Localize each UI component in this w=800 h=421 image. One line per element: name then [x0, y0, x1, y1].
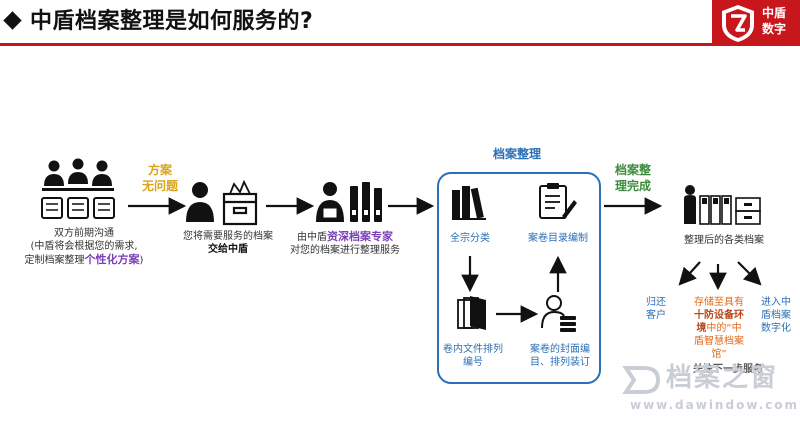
digital-line1: 进入中 — [761, 297, 791, 308]
step3-line1-prefix: 由中盾 — [297, 232, 327, 243]
outcome-return: 归还 客户 — [636, 296, 676, 322]
logo-line2: 数字 — [762, 22, 787, 36]
arrow-to-digital — [737, 261, 762, 286]
meeting-people-icon — [41, 158, 115, 219]
store-line1: 存储至具有 — [694, 297, 744, 308]
outcome-digital: 进入中 盾档案 数字化 — [756, 296, 796, 335]
done-line2: 理完成 — [614, 179, 651, 193]
watermark-url: www.dawindow.com — [630, 398, 800, 412]
person-archive-box-icon — [186, 179, 258, 226]
process-item4: 案卷的封面编 目、排列装订 — [520, 343, 600, 369]
shield-logo-icon — [722, 5, 754, 42]
process-item1: 全宗分类 — [450, 233, 490, 244]
person-stack-icon — [541, 295, 576, 332]
partial-hidden-text: 关注下一步服务 — [693, 364, 763, 375]
step3-line2: 对您的档案进行整理服务 — [290, 245, 400, 256]
step1-line3: 定制档案整理个性化方案) — [14, 253, 154, 267]
store-line3-prefix: 境 — [696, 323, 707, 334]
arrow1-line2: 无问题 — [141, 179, 178, 193]
logo-line1: 中盾 — [762, 6, 787, 20]
process-item4-line2: 目、排列装订 — [530, 357, 590, 368]
step1-line3-suffix: ) — [139, 255, 144, 266]
books-icon — [452, 186, 486, 220]
step1-line1: 双方前期沟通 — [54, 228, 114, 239]
arrow-to-return — [678, 261, 701, 286]
step2-text: 您将需要服务的档案 交给中盾 — [176, 230, 280, 256]
logo: 中盾 数字 — [712, 0, 800, 46]
store-line2: 十防设备环 — [694, 310, 744, 321]
step1-line2: (中盾将会根据您的需求, — [30, 241, 138, 252]
done-line1: 档案整 — [614, 163, 651, 177]
result-label: 整理后的各类档案 — [684, 235, 764, 246]
arrow1-line1: 方案 — [147, 163, 172, 177]
return-line2: 客户 — [646, 310, 666, 321]
digital-line2: 盾档案 — [761, 310, 791, 321]
process-box-title: 档案整理 — [492, 147, 541, 161]
outcome-store: 存储至具有 十防设备环 境中的“中 盾智慧档案 馆” — [688, 296, 750, 361]
store-line3-suffix: 中的“中 — [706, 323, 742, 334]
process-item3-line1: 卷内文件排列 — [443, 344, 503, 355]
return-line1: 归还 — [646, 297, 666, 308]
step1-line3-prefix: 定制档案整理 — [24, 255, 85, 266]
page-title: 中盾档案整理是如何服务的? — [30, 9, 314, 34]
process-item2: 案卷目录编制 — [528, 233, 588, 244]
title-bar — [0, 0, 800, 46]
step3-text: 由中盾资深档案专家 对您的档案进行整理服务 — [290, 230, 400, 257]
person-cabinets-icon — [684, 185, 761, 225]
watermark-brand: 档案之窗 — [666, 363, 779, 393]
step2-line1: 您将需要服务的档案 — [183, 231, 273, 242]
process-box — [437, 172, 601, 384]
process-item3: 卷内文件排列 编号 — [438, 343, 508, 369]
step3-highlight: 资深档案专家 — [327, 230, 393, 243]
arrow1-label: 方案 无问题 — [140, 162, 180, 194]
step2-line2: 交给中盾 — [208, 244, 248, 255]
folders-icon — [457, 296, 486, 330]
store-line5: 馆” — [711, 349, 727, 360]
title-underline — [0, 43, 712, 46]
watermark-logo-icon — [622, 366, 661, 394]
digital-line3: 数字化 — [761, 323, 791, 334]
clipboard-edit-icon — [539, 183, 577, 219]
process-item3-line2: 编号 — [463, 357, 483, 368]
expert-binders-icon — [316, 182, 382, 222]
process-item4-line1: 案卷的封面编 — [530, 344, 590, 355]
store-line4: 盾智慧档案 — [694, 336, 744, 347]
done-label: 档案整 理完成 — [608, 162, 658, 194]
step1-text: 双方前期沟通 (中盾将会根据您的需求, 定制档案整理个性化方案) — [14, 227, 154, 267]
step1-highlight: 个性化方案 — [84, 253, 140, 266]
